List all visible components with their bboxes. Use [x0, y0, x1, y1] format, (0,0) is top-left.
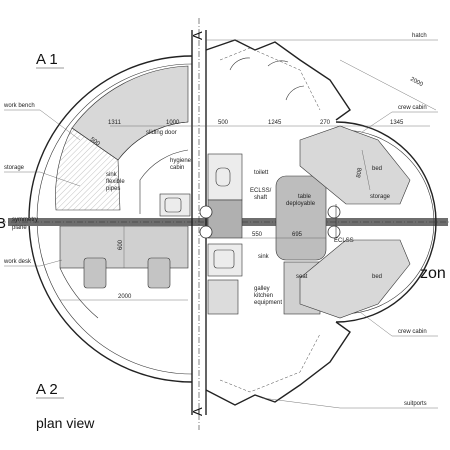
section-label-a1: A 1 — [36, 51, 58, 68]
label-crew-cabin-bottom: crew cabin — [398, 329, 427, 335]
dim-line-808 — [361, 149, 371, 191]
label-eclss-shaft-2: shaft — [254, 195, 267, 201]
section-label-a-top: A — [190, 31, 205, 40]
desk-chair-right — [147, 257, 171, 289]
label-sink: sink — [258, 254, 270, 260]
view-title: plan view — [36, 415, 95, 431]
label-storage-left: storage — [4, 165, 25, 171]
left-sink-box — [159, 193, 191, 217]
label-bed-bottom: bed — [372, 274, 382, 280]
bed-bottom — [299, 239, 411, 319]
label-sink-pipes-3: pipes — [106, 186, 120, 192]
label-sliding-door: sliding door — [146, 130, 177, 136]
dim-2000-top: 2000 — [409, 76, 424, 88]
section-label-b: B — [0, 215, 6, 232]
dim-600: 600 — [118, 239, 124, 250]
dim-1345: 1345 — [390, 120, 404, 126]
label-storage-right: storage — [370, 194, 391, 200]
label-seat: seat — [296, 274, 308, 280]
toilet-seat — [215, 167, 231, 187]
hatch-structure-top — [205, 39, 351, 121]
zone-label: zon — [420, 265, 446, 282]
dim-500-mid: 500 — [218, 120, 229, 126]
label-toilet: toilett — [254, 170, 269, 176]
label-hatch: hatch — [412, 33, 427, 39]
dim-1000: 1000 — [166, 120, 180, 126]
label-eclss-shaft-1: ECLSS/ — [250, 188, 272, 194]
label-crew-cabin-top: crew cabin — [398, 105, 427, 111]
label-table-2: deployable — [286, 201, 316, 207]
label-sink-pipes-2: flexible — [106, 179, 125, 185]
eclss-shaft-box — [207, 199, 243, 239]
desk-chair-left — [83, 257, 107, 289]
dim-808: 808 — [356, 167, 364, 179]
label-eclss: ECLSS — [334, 238, 354, 244]
storage-hatch-area — [55, 127, 121, 211]
label-galley-1: galley — [254, 286, 270, 292]
galley-sink-basin — [213, 249, 235, 269]
dim-695: 695 — [292, 232, 303, 238]
dim-550: 550 — [252, 232, 263, 238]
label-sink-pipes-1: sink — [106, 172, 118, 178]
deployable-table — [275, 175, 327, 261]
pipe-circle-2 — [199, 225, 213, 239]
suitports-dashed — [219, 333, 321, 393]
label-suitports: suitports — [404, 401, 427, 407]
crew-cabin-inner-wall — [341, 129, 435, 315]
label-table-1: table — [298, 194, 312, 200]
dim-2000-bottom: 2000 — [118, 294, 132, 300]
label-galley-2: kitchen — [254, 293, 273, 299]
leader-work-desk — [4, 259, 63, 267]
desk-curve — [59, 267, 99, 319]
section-label-a2: A 2 — [36, 381, 58, 398]
galley-equipment-box — [207, 279, 239, 315]
hatch-inner-dashed — [219, 47, 321, 111]
section-label-a-bottom: A — [190, 407, 205, 416]
leader-crew-cabin-top — [361, 111, 438, 133]
dim-500-left: 500 — [89, 137, 101, 148]
bed-top — [299, 125, 411, 205]
leader-crew-cabin-bottom — [359, 311, 438, 337]
pipe-circle-1 — [199, 205, 213, 219]
crew-cabin-outer-wall — [335, 121, 437, 323]
suitports-structure — [205, 321, 351, 406]
label-symmetry-1: symmetry — [12, 217, 38, 223]
dim-1245: 1245 — [268, 120, 282, 126]
label-hygiene-2: cabin — [170, 165, 184, 171]
label-hygiene-1: hygiene — [170, 158, 192, 164]
label-galley-3: equipment — [254, 300, 282, 306]
toilet-box — [207, 153, 243, 201]
pipe-circle-3 — [327, 205, 341, 219]
left-sink-basin — [164, 197, 182, 213]
dim-1311: 1311 — [108, 120, 122, 126]
hatch-door-arcs — [229, 57, 305, 101]
leader-work-bench — [4, 109, 81, 141]
hygiene-cabin-curve — [139, 149, 189, 214]
label-work-bench: work bench — [3, 103, 35, 109]
dim-line-2000-diag — [339, 59, 437, 111]
pipe-circle-4 — [327, 225, 341, 239]
label-work-desk: work desk — [3, 259, 32, 265]
inner-partition — [117, 121, 189, 161]
galley-sink-box — [207, 243, 243, 277]
label-symmetry-2: plane — [12, 225, 27, 231]
leader-storage-left — [4, 171, 81, 187]
dim-270: 270 — [320, 120, 331, 126]
leader-suitports — [261, 397, 438, 409]
label-bed-top: bed — [372, 166, 382, 172]
